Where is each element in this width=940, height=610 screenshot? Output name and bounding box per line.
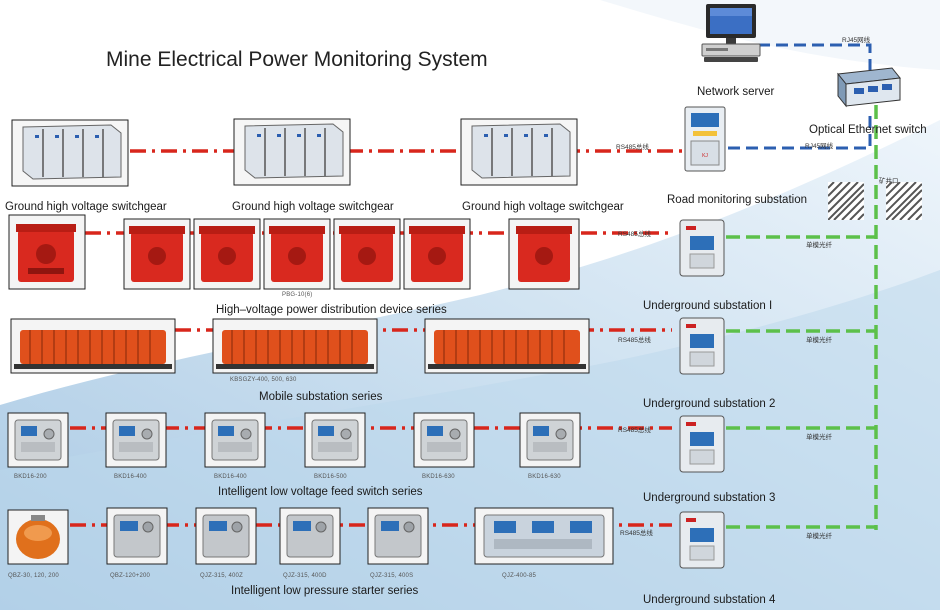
starter-series-label: Intelligent low pressure starter series [231, 585, 419, 597]
mobile-series-label: Mobile substation series [259, 391, 383, 403]
hv-model-tag: PBG-10(6) [282, 292, 313, 298]
rs485-tag: RS485总线 [618, 427, 651, 434]
shaft-hatch-icon [886, 182, 922, 220]
starter-model-tag: QJZ-315, 400D [283, 573, 327, 579]
underground-substation-icon [679, 219, 725, 277]
hv-distribution-device-icon [263, 218, 331, 290]
network-server-icon [701, 4, 761, 62]
fiber-tag: 单模光纤 [806, 242, 832, 249]
feed-model-tag: BKD16-400 [114, 474, 147, 480]
hv-distribution-device-icon [403, 218, 471, 290]
feed-switch-icon [413, 412, 475, 468]
rj45-line-mid [728, 110, 872, 150]
feed-switch-icon [304, 412, 366, 468]
network-server-label: Network server [697, 86, 775, 98]
feed-model-tag: BKD16-200 [14, 474, 47, 480]
ground-switchgear-icon [233, 118, 351, 186]
svg-text:KJ: KJ [702, 153, 708, 159]
road-substation-label: Road monitoring substation [667, 194, 807, 206]
starter-model-tag: QBZ-30, 120, 200 [8, 573, 59, 579]
ground-switchgear-label: Ground high voltage switchgear [5, 201, 167, 213]
underground-substation-icon [679, 317, 725, 375]
rj45-tag: RJ45网线 [842, 37, 871, 44]
underground-substation-1-label: Underground substation I [643, 300, 773, 312]
starter-model-tag: QBZ-120+200 [110, 573, 151, 579]
mobile-substation-icon [212, 318, 378, 374]
hv-distribution-device-icon [508, 218, 580, 290]
starter-device-icon [195, 507, 257, 565]
feed-switch-icon [519, 412, 581, 468]
fiber-tag: 单模光纤 [806, 533, 832, 540]
mobile-substation-icon [424, 318, 590, 374]
optical-switch-label: Optical Ethernet switch [809, 124, 927, 136]
feed-switch-icon [105, 412, 167, 468]
road-monitoring-substation-icon: KJ [684, 106, 726, 172]
starter-device-icon [106, 507, 168, 565]
fiber-tag: 单模光纤 [806, 434, 832, 441]
feed-series-label: Intelligent low voltage feed switch seri… [218, 486, 423, 498]
ground-switchgear-label: Ground high voltage switchgear [232, 201, 394, 213]
page-title: Mine Electrical Power Monitoring System [106, 48, 488, 71]
hv-series-label: High–voltage power distribution device s… [216, 304, 447, 316]
ground-switchgear-label: Ground high voltage switchgear [462, 201, 624, 213]
hv-distribution-device-icon [8, 214, 86, 290]
rs485-tag: RS485总线 [616, 144, 649, 151]
hv-distribution-device-icon [193, 218, 261, 290]
feed-model-tag: BKD16-630 [528, 474, 561, 480]
starter-device-icon [474, 507, 614, 565]
starter-device-icon [367, 507, 429, 565]
starter-model-tag: QJZ-315, 400Z [200, 573, 243, 579]
mobile-model-tag: KBSGZY-400, 500, 630 [230, 377, 297, 383]
hv-distribution-device-icon [333, 218, 401, 290]
feed-switch-icon [204, 412, 266, 468]
ground-switchgear-icon [460, 118, 578, 186]
rs485-tag: RS485总线 [618, 231, 651, 238]
feed-model-tag: BKD16-400 [214, 474, 247, 480]
ground-switchgear-icon [11, 119, 129, 187]
underground-substation-2-label: Underground substation 2 [643, 398, 776, 410]
starter-model-tag: QJZ-400-85 [502, 573, 537, 579]
shaft-label: 矿井口 [879, 178, 899, 185]
feed-model-tag: BKD16-630 [422, 474, 455, 480]
underground-substation-icon [679, 511, 725, 569]
underground-substation-icon [679, 415, 725, 473]
hv-distribution-device-icon [123, 218, 191, 290]
mobile-substation-icon [10, 318, 176, 374]
feed-switch-icon [7, 412, 69, 468]
feed-model-tag: BKD16-500 [314, 474, 347, 480]
rs485-tag: RS485总线 [618, 337, 651, 344]
rj45-line-top [758, 43, 872, 70]
starter-device-icon [7, 509, 69, 565]
fiber-tag: 单模光纤 [806, 337, 832, 344]
shaft-hatch-icon [828, 182, 864, 220]
underground-substation-3-label: Underground substation 3 [643, 492, 776, 504]
starter-model-tag: QJZ-315, 400S [370, 573, 414, 579]
underground-substation-4-label: Underground substation 4 [643, 594, 776, 606]
starter-device-icon [279, 507, 341, 565]
optical-ethernet-switch-icon [837, 67, 901, 108]
rs485-tag: RS485总线 [620, 530, 653, 537]
rj45-tag: RJ45网线 [805, 143, 834, 150]
